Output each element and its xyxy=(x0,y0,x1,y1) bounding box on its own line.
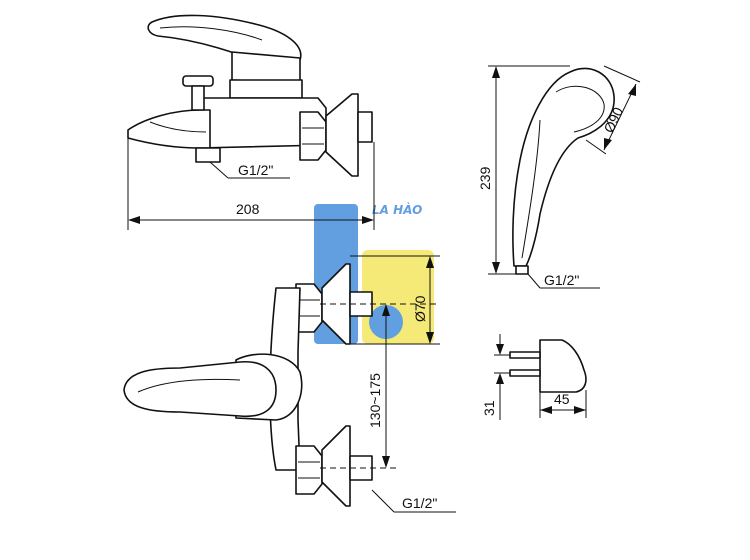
wall-holder-depth-label: 45 xyxy=(554,391,570,407)
hand-shower-connector xyxy=(515,265,529,275)
mixer-front-view: Ø70 130~175 G1/2" xyxy=(123,255,456,513)
wall-holder-screw-upper xyxy=(509,351,541,359)
mixer-cartridge-cap xyxy=(231,51,301,83)
length-dimension-label: 208 xyxy=(236,201,260,217)
inlet-distance-label: 130~175 xyxy=(367,373,383,428)
bottom-inlet-thread-label: G1/2" xyxy=(402,495,437,511)
hand-shower-body xyxy=(512,67,615,267)
front-spout xyxy=(123,361,277,418)
diverter-stem xyxy=(191,85,205,111)
mixer-spout xyxy=(127,109,211,149)
front-lower-nut xyxy=(295,445,323,495)
top-inlet-thread-label: G1/2" xyxy=(238,162,273,178)
watermark-text: LA HÀO xyxy=(372,202,422,217)
wall-holder-height-label: 31 xyxy=(481,400,497,416)
wall-holder-screw-lower xyxy=(509,369,541,377)
escutcheon-top xyxy=(325,93,359,177)
escutcheon-diameter-label: Ø70 xyxy=(412,295,428,322)
wall-holder: 31 45 xyxy=(481,334,587,420)
diverter-knob xyxy=(182,75,214,87)
mixer-side-view: G1/2" 208 xyxy=(127,14,375,230)
hand-shower-head-diameter-line xyxy=(603,83,637,151)
eccentric-nut xyxy=(299,111,327,161)
hand-shower: 239 Ø90 G1/2" xyxy=(477,65,641,289)
hand-shower-height-label: 239 xyxy=(477,166,493,190)
escutcheon-front-lower xyxy=(321,425,351,507)
wall-holder-body xyxy=(539,339,587,393)
hand-shower-thread-label: G1/2" xyxy=(544,272,579,288)
mixer-cartridge-ring xyxy=(229,79,303,99)
shower-outlet xyxy=(195,147,221,163)
wall-pipe-top xyxy=(357,111,373,143)
